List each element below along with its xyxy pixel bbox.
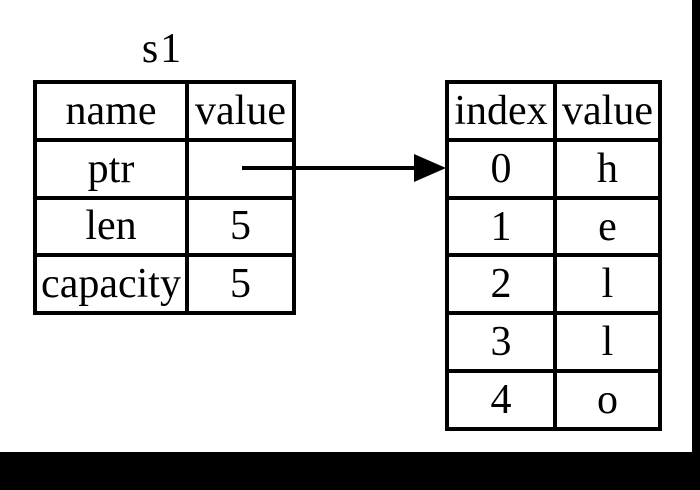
stack-cell-len-value: 5 (185, 195, 296, 258)
heap-cell-index-0: 0 (445, 137, 557, 200)
heap-cell-value-0: h (553, 137, 662, 200)
pointer-arrow (242, 154, 446, 182)
heap-header-value: value (553, 80, 662, 142)
stack-cell-len-label: len (33, 195, 189, 258)
heap-cell-index-3: 3 (445, 311, 557, 374)
table-row: 4 o (445, 369, 662, 431)
table-row: 3 l (445, 311, 662, 374)
stack-cell-capacity-value: 5 (185, 253, 296, 315)
table-row: capacity 5 (33, 253, 296, 315)
table-row: 2 l (445, 253, 662, 316)
heap-cell-index-2: 2 (445, 253, 557, 316)
heap-cell-value-3: l (553, 311, 662, 374)
table-row: 0 h (445, 137, 662, 200)
heap-cell-value-2: l (553, 253, 662, 316)
table-row: index value (445, 80, 662, 142)
stack-cell-capacity-label: capacity (33, 253, 189, 315)
table-row: name value (33, 80, 296, 142)
heap-cell-index-4: 4 (445, 369, 557, 431)
stack-cell-ptr-label: ptr (33, 137, 189, 200)
heap-cell-value-1: e (553, 195, 662, 258)
table-row: len 5 (33, 195, 296, 258)
stack-table-title: s1 (141, 26, 184, 72)
heap-cell-value-4: o (553, 369, 662, 431)
stack-table: name value ptr len 5 capacity 5 (33, 80, 296, 315)
table-row: 1 e (445, 195, 662, 258)
stack-header-value: value (185, 80, 296, 142)
stack-header-name: name (33, 80, 189, 142)
heap-table: index value 0 h 1 e 2 l 3 l 4 o (445, 80, 662, 431)
diagram-canvas: s1 name value ptr len 5 capacity 5 (0, 0, 692, 452)
heap-header-index: index (445, 80, 557, 142)
heap-cell-index-1: 1 (445, 195, 557, 258)
